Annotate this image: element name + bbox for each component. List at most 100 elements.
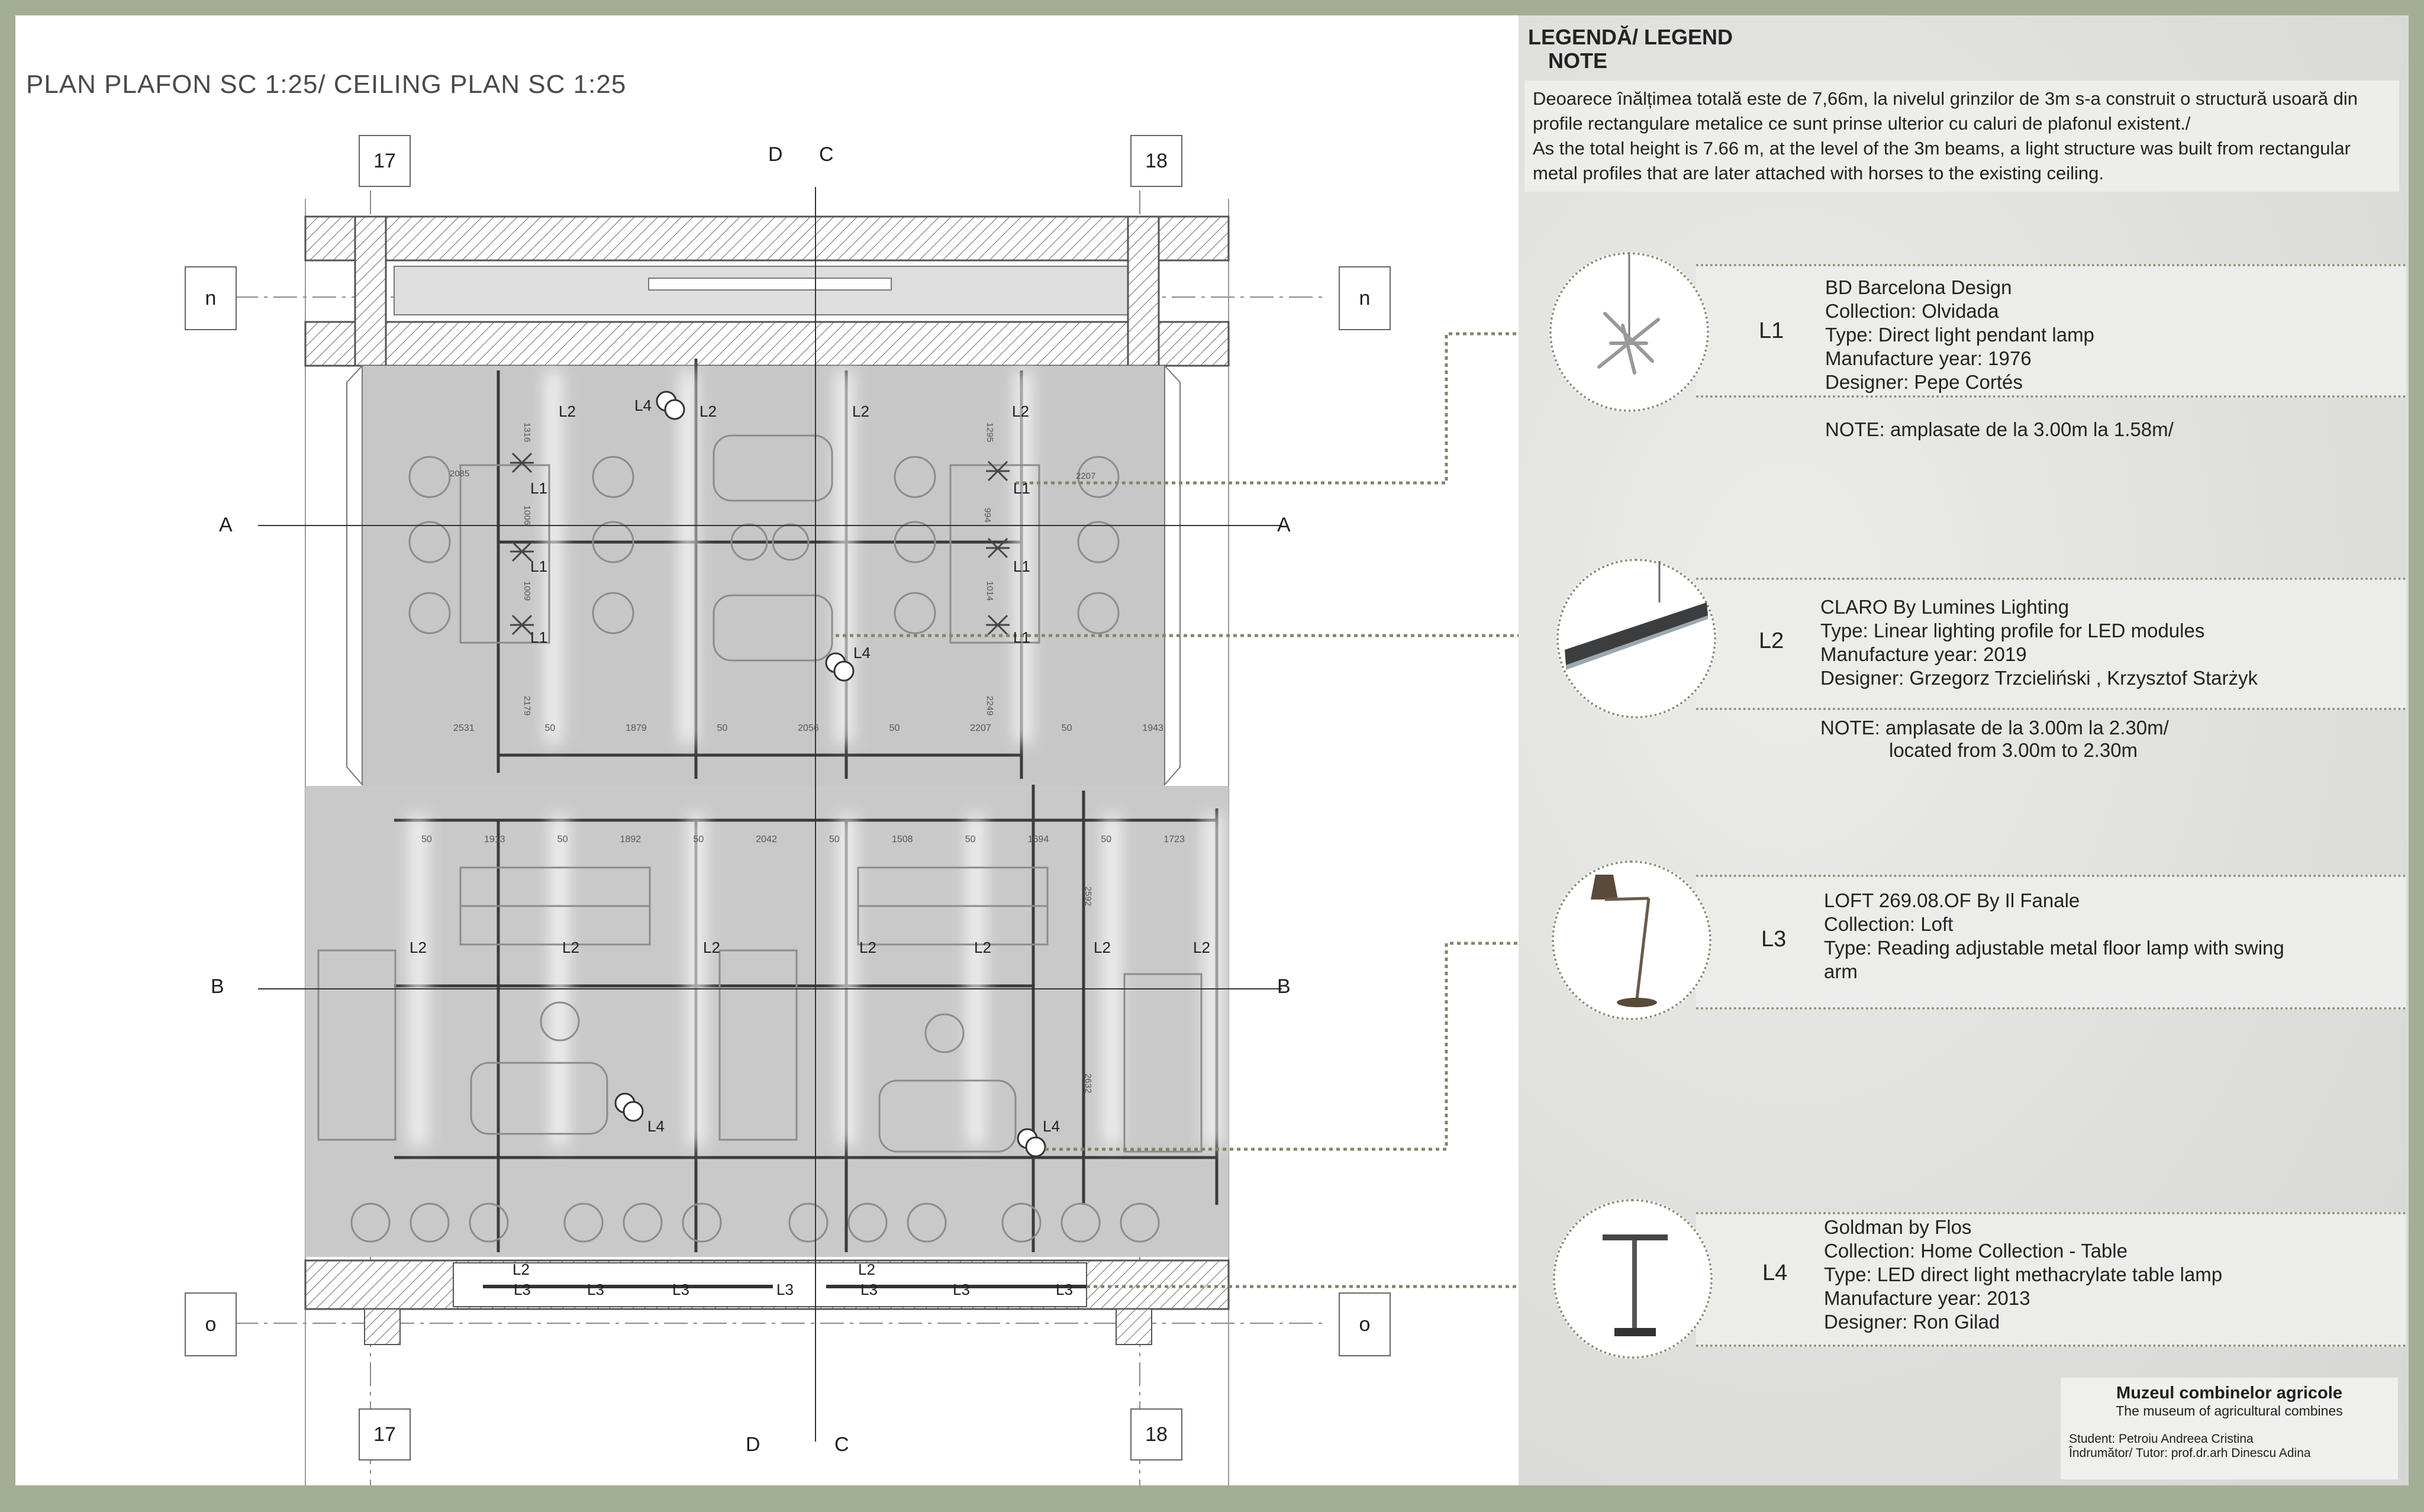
dimension: 2249	[985, 695, 995, 716]
grid-label: 17	[373, 1423, 396, 1446]
grid-bubble-o-left: o	[185, 1292, 237, 1356]
grid-bubble-17-bottom: 17	[359, 1408, 411, 1461]
plan-label-l2: L2	[1193, 939, 1210, 956]
student-name: Student: Petroiu Andreea Cristina	[2069, 1432, 2254, 1446]
dimension: 2056	[798, 723, 819, 733]
plan-label-l2: L2	[562, 939, 579, 956]
dimension: 2085	[450, 469, 470, 479]
lamp-desc-l1: BD Barcelona Design Collection: Olvidada…	[1825, 276, 2094, 394]
dimension: 1723	[1163, 834, 1185, 844]
dimension: 1508	[891, 834, 913, 844]
plan-label-l4: L4	[634, 396, 652, 414]
lamp-line: Manufacture year: 2013	[1824, 1287, 2030, 1309]
lamp-image-l3	[1552, 860, 1711, 1020]
lamp-image-l1	[1549, 252, 1709, 412]
table-lamp-icon	[1603, 1234, 1668, 1336]
lamp-line: Collection: Loft	[1824, 913, 1954, 935]
grid-bubble-n-right: n	[1339, 266, 1391, 330]
lamp-note-l1: NOTE: amplasate de la 3.00m la 1.58m/	[1825, 418, 2174, 440]
lamp-line: BD Barcelona Design	[1825, 276, 2012, 298]
lamp-line: Manufacture year: 2019	[1820, 643, 2027, 665]
lamp-line: LOFT 269.08.OF By Il Fanale	[1824, 889, 2080, 911]
lamp-line: Type: Reading adjustable metal floor lam…	[1824, 937, 2284, 959]
plan-title: PLAN PLAFON SC 1:25/ CEILING PLAN SC 1:2…	[26, 70, 627, 99]
note-text-ro: Deoarece înălțimea totală este de 7,66m,…	[1533, 88, 2358, 134]
grid-bubble-18-bottom: 18	[1130, 1408, 1182, 1461]
floor-lamp-icon	[1591, 875, 1657, 1007]
dimension: 1006	[522, 505, 533, 526]
plan-label-l2: L2	[512, 1260, 530, 1278]
dimension: 1009	[522, 581, 533, 601]
dimension: 50	[693, 834, 704, 844]
grid-label: n	[205, 286, 217, 310]
dimension: 50	[557, 834, 568, 844]
dimension: 1295	[985, 422, 995, 443]
plan-label-l2: L2	[974, 939, 991, 956]
section-c-bottom: C	[834, 1433, 849, 1456]
section-a-right: A	[1277, 514, 1291, 536]
dimension: 2207	[970, 723, 991, 733]
dimension: 50	[889, 723, 900, 733]
dimension: 2531	[453, 723, 475, 733]
lamp-line: CLARO By Lumines Lighting	[1820, 596, 2070, 618]
lamp-image-l4	[1553, 1199, 1713, 1359]
ceiling-plan-drawing	[234, 151, 1519, 1485]
lamp-line: Type: LED direct light methacrylate tabl…	[1824, 1263, 2223, 1285]
dimension: 50	[544, 723, 556, 733]
lamp-code-l2: L2	[1759, 628, 1784, 653]
dimension: 2207	[1076, 471, 1096, 481]
dimension: 2632	[1083, 1073, 1094, 1094]
grid-bubble-n-left: n	[185, 266, 237, 330]
section-d-top: D	[768, 143, 783, 166]
lamp-code-l4: L4	[1762, 1260, 1788, 1285]
dimension: 50	[717, 723, 728, 733]
section-a-left: A	[219, 514, 233, 536]
section-b-left: B	[211, 975, 224, 998]
dimension-row-1: 2531 50 1879 50 2056 50 2207 50 1943	[453, 723, 1163, 734]
dimension: 50	[421, 834, 432, 844]
lamp-line: Designer: Grzegorz Trzcieliński , Krzysz…	[1820, 667, 2258, 689]
lamp-code-l3: L3	[1761, 927, 1787, 952]
dimension: 50	[1061, 723, 1072, 733]
tutor-name: Îndrumător/ Tutor: prof.dr.arh Dinescu A…	[2069, 1446, 2311, 1460]
dimension: 1694	[1027, 834, 1049, 844]
plan-label-l2: L2	[1094, 939, 1111, 956]
lamp-line: Type: Linear lighting profile for LED mo…	[1820, 620, 2205, 641]
note-box: Deoarece înălțimea totală este de 7,66m,…	[1524, 80, 2399, 192]
dimension: 1943	[1142, 723, 1163, 733]
lamp-desc-l2: CLARO By Lumines Lighting Type: Linear l…	[1820, 595, 2258, 690]
plan-label-l2: L2	[859, 939, 876, 956]
grid-label: 17	[373, 149, 396, 172]
plan-label-l1: L1	[530, 557, 547, 575]
grid-bubble-17-top: 17	[359, 135, 411, 187]
drawing-sheet: PLAN PLAFON SC 1:25/ CEILING PLAN SC 1:2…	[15, 15, 2409, 1485]
linear-profile-lamp-icon	[1565, 561, 1708, 670]
lamp-code-l1: L1	[1759, 318, 1784, 343]
lamp-desc-l4: Goldman by Flos Collection: Home Collect…	[1824, 1216, 2222, 1334]
plan-label-l4: L4	[853, 644, 871, 662]
plan-label-l2: L2	[700, 402, 717, 420]
dimension-row-2: 50 1913 50 1892 50 2042 50 1508 50 1694 …	[421, 834, 1185, 845]
lamp-card-l4	[1696, 1212, 2406, 1347]
museum-name-en: The museum of agricultural combines	[2116, 1403, 2343, 1418]
section-b-right: B	[1277, 975, 1291, 998]
lamp-line: Collection: Home Collection - Table	[1824, 1240, 2128, 1262]
dimension: 1014	[985, 581, 995, 601]
plan-label-l1: L1	[1013, 479, 1030, 497]
plan-label-l1: L1	[530, 628, 547, 646]
dimension: 50	[829, 834, 840, 844]
plan-label-l2: L2	[1012, 402, 1029, 420]
grid-bubble-18-top: 18	[1130, 135, 1182, 187]
dimension: 2042	[756, 834, 777, 844]
lamp-line: Designer: Pepe Cortés	[1825, 371, 2023, 393]
lamp-desc-l3: LOFT 269.08.OF By Il Fanale Collection: …	[1824, 889, 2284, 984]
plan-label-l2: L2	[559, 402, 576, 420]
lamp-line: Type: Direct light pendant lamp	[1825, 324, 2094, 346]
lamp-line: Goldman by Flos	[1824, 1216, 1972, 1238]
dimension: 994	[982, 507, 993, 523]
lamp-line: Manufacture year: 1976	[1825, 347, 2032, 369]
dimension: 2592	[1083, 886, 1094, 907]
lamp-card-l1	[1696, 264, 2406, 398]
plan-label-l4: L4	[1043, 1117, 1060, 1135]
note-title: NOTE	[1548, 49, 1608, 73]
